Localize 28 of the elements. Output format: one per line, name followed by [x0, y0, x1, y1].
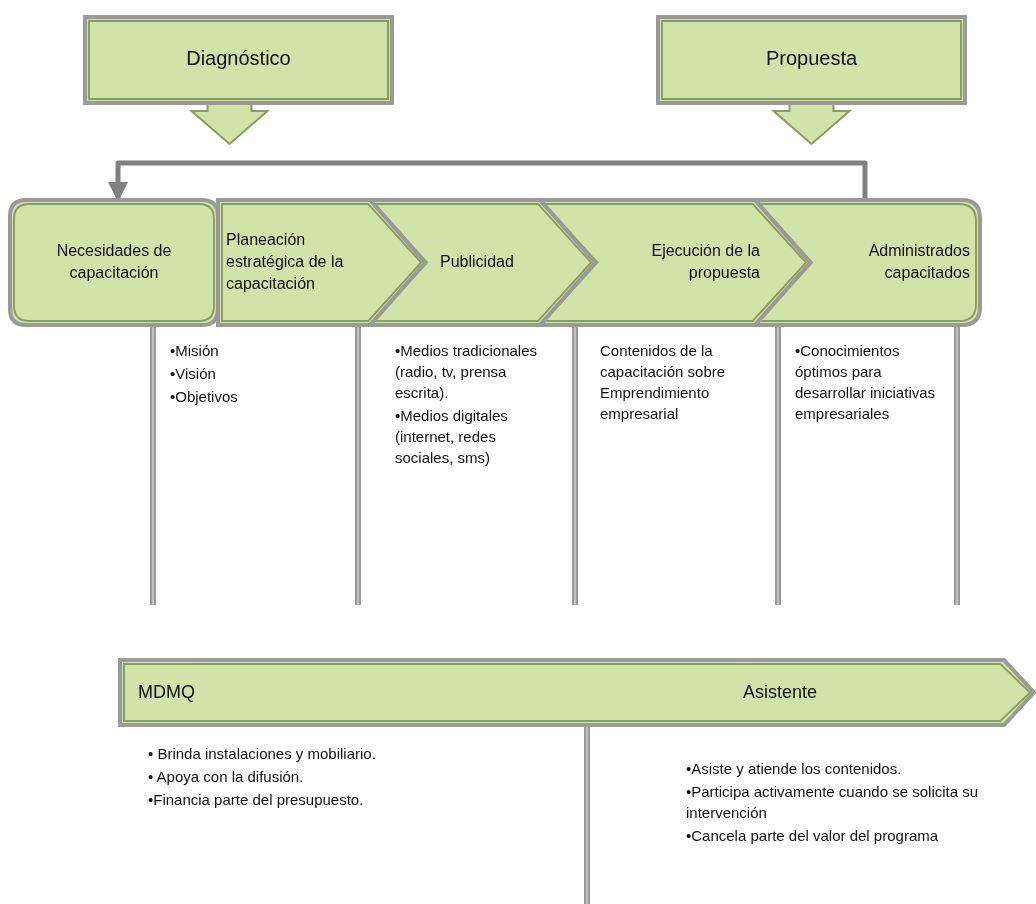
chevron-step: [370, 200, 595, 325]
step-label: Diagnóstico: [185, 47, 292, 69]
bullet-text: •Participa activamente cuando se solicita su intervención: [686, 782, 980, 823]
step-label: Administrados capacitados: [867, 241, 970, 283]
bullet-text: • Brinda instalaciones y mobiliario.: [148, 744, 377, 764]
bullet-text: •Objetivos: [170, 387, 239, 407]
step-label: Ejecución de la propuesta: [650, 241, 760, 283]
process-box: [10, 200, 218, 325]
step-label: Propuesta: [764, 47, 859, 69]
callout-box: [658, 17, 965, 103]
bullet-text: Contenidos de la capacitación sobre Emprendimiento empresarial: [600, 341, 727, 424]
bullet-text: •Conocimientos óptimos para desarrollar iniciativas empresariales: [795, 341, 937, 424]
step-label: Planeación estratégica de la capacitación: [226, 230, 345, 294]
bullet-text: •Cancela parte del valor del programa: [686, 826, 940, 846]
step-label: MDMQ: [138, 681, 196, 703]
bullet-text: •Asiste y atiende los contenidos.: [686, 759, 903, 779]
chevron-step: [540, 200, 810, 325]
step-label: Asistente: [741, 681, 818, 703]
bullet-text: •Financia parte del presupuesto.: [148, 790, 365, 810]
bullet-text: •Misión: [170, 341, 220, 361]
callout-box: [85, 17, 392, 103]
bullet-text: •Medios digitales (internet, redes sociales, sms): [395, 406, 509, 468]
step-label: Necesidades de capacitación: [55, 241, 173, 283]
bullet-text: •Medios tradicionales (radio, tv, prensa escrita).: [395, 341, 538, 403]
bullet-text: • Apoya con la difusión.: [148, 767, 305, 787]
step-label: Publicidad: [440, 252, 515, 272]
arrow-band: [120, 660, 1034, 725]
bullet-text: •Visión: [170, 364, 217, 384]
